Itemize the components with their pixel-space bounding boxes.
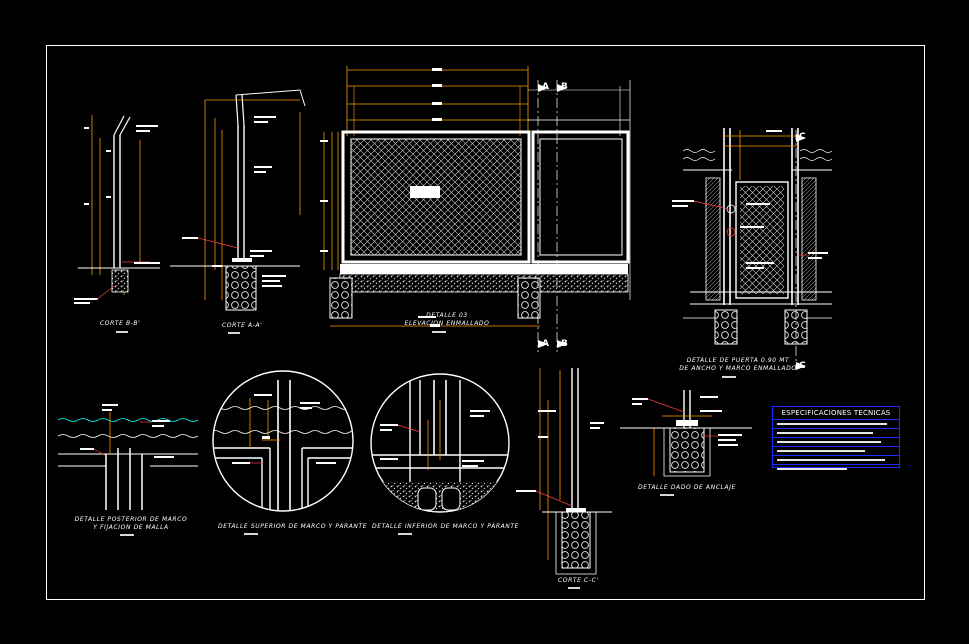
detail-title-dado: DETALLE DADO DE ANCLAJE <box>638 484 736 491</box>
specs-row <box>773 429 899 438</box>
section-mark-c-bottom: C <box>799 361 806 371</box>
title-underline <box>432 331 446 333</box>
puerta-drawing <box>672 128 833 370</box>
specs-row <box>773 465 899 473</box>
specs-row <box>773 420 899 429</box>
title-underline <box>398 533 412 535</box>
detail-title-superior: DETALLE SUPERIOR DE MARCO Y PARANTE <box>218 523 368 530</box>
detail-title-puerta: DETALLE DE PUERTA 0.90 MT DE ANCHO Y MAR… <box>676 357 800 373</box>
section-mark-b-bottom: B <box>561 339 568 349</box>
posterior-subtitle: Y FIJACION DE MALLA <box>93 524 169 531</box>
title-underline <box>244 533 258 535</box>
detail-title-corte-c: CORTE C-C' <box>558 577 599 584</box>
drawing-border <box>46 45 925 600</box>
puerta-subtitle: DE ANCHO Y MARCO ENMALLADO <box>679 365 797 372</box>
title-underline <box>722 376 736 378</box>
posterior-title: DETALLE POSTERIOR DE MARCO <box>74 516 188 523</box>
detail-title-inferior: DETALLE INFERIOR DE MARCO Y PARANTE <box>372 523 520 530</box>
corte-a-drawing <box>170 89 306 311</box>
title-underline <box>568 587 580 589</box>
inferior-drawing <box>370 373 510 513</box>
superior-drawing <box>212 370 354 512</box>
corte-c-drawing <box>516 368 612 575</box>
elevacion-title: DETALLE 03 <box>426 312 468 319</box>
specs-table: ESPECIFICACIONES TECNICAS <box>772 406 900 470</box>
dado-drawing <box>620 390 752 477</box>
detail-title-elevacion: DETALLE 03 ELEVACION ENMALLADO <box>404 312 490 328</box>
puerta-title: DETALLE DE PUERTA 0.90 MT <box>686 357 790 364</box>
specs-title: ESPECIFICACIONES TECNICAS <box>773 407 899 420</box>
title-underline <box>120 534 134 536</box>
specs-row <box>773 447 899 456</box>
specs-row <box>773 438 899 447</box>
corte-b-drawing <box>74 115 160 304</box>
detail-title-corte-b: CORTE B-B' <box>100 320 141 327</box>
section-mark-a-top: A <box>542 82 549 92</box>
title-underline <box>116 331 128 333</box>
specs-row <box>773 456 899 465</box>
detail-title-corte-a: CORTE A-A' <box>222 322 263 329</box>
title-underline <box>660 494 674 496</box>
elevacion-subtitle: ELEVACION ENMALLADO <box>404 320 490 327</box>
elevacion-drawing <box>320 66 631 352</box>
section-mark-b-top: B <box>561 82 568 92</box>
detail-title-posterior: DETALLE POSTERIOR DE MARCO Y FIJACION DE… <box>72 516 190 532</box>
section-mark-c-top: C <box>799 132 806 142</box>
section-mark-a-bottom: A <box>542 339 549 349</box>
posterior-drawing <box>57 404 199 510</box>
title-underline <box>228 332 240 334</box>
